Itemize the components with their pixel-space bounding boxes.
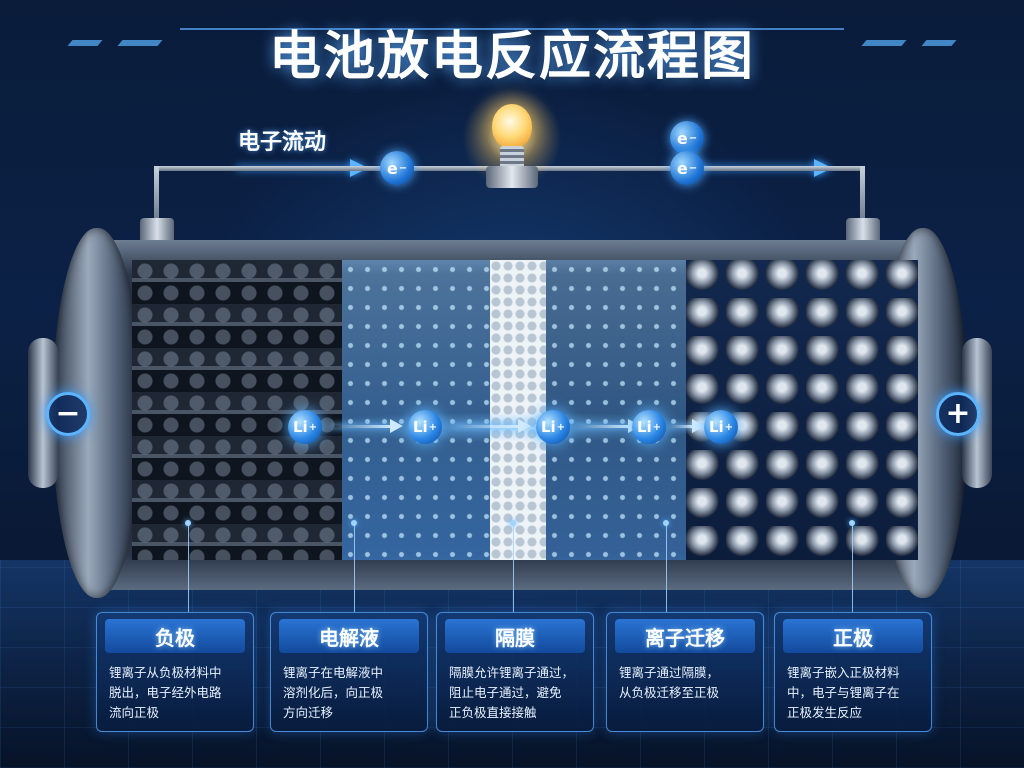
card-line: 方向迁移 — [283, 705, 334, 720]
ion-arrow-head — [692, 419, 705, 433]
card-heading: 离子迁移 — [615, 619, 755, 653]
leader-line-anode — [188, 524, 189, 612]
wire-right-drop — [860, 166, 865, 224]
negative-sign-icon: − — [46, 392, 90, 436]
card-cathode: 正极 锂离子嵌入正极材料 中，电子与锂离子在 正极发生反应 — [774, 612, 932, 732]
card-line: 锂离子从负极材料中 — [109, 665, 222, 680]
card-line: 锂离子通过隔膜， — [619, 665, 720, 680]
electrolyte-bubbles — [342, 260, 490, 560]
positive-sign-icon: + — [936, 392, 980, 436]
electron-charge: − — [688, 132, 698, 144]
ion-charge: + — [428, 421, 438, 433]
ion-charge: + — [724, 421, 734, 433]
card-line: 阻止电子通过，避免 — [449, 685, 562, 700]
lithium-ion: Li+ — [288, 410, 322, 444]
card-heading: 负极 — [105, 619, 245, 653]
electrolyte-bubbles — [546, 260, 686, 560]
leader-dot — [663, 520, 669, 526]
electron-symbol: e — [676, 128, 688, 148]
battery-cross-section: − + Li+ Li+ Li+ Li+ Li+ — [28, 228, 992, 598]
electron-charge: − — [398, 162, 408, 174]
ion-arrow-head — [390, 419, 403, 433]
bulb-base — [500, 146, 524, 168]
card-line: 从负极迁移至正极 — [619, 685, 720, 700]
electrolyte-zone — [342, 260, 490, 560]
card-line: 锂离子嵌入正极材料 — [787, 665, 900, 680]
ion-arrow — [668, 425, 694, 428]
card-line: 正极发生反应 — [787, 705, 863, 720]
ion-arrow — [332, 425, 392, 428]
electrolyte-zone-right — [546, 260, 686, 560]
ion-arrow-head — [518, 419, 531, 433]
electron-particle: e− — [670, 151, 704, 185]
lithium-ion: Li+ — [536, 410, 570, 444]
card-heading: 电解液 — [279, 619, 419, 653]
electron-particle: e− — [670, 121, 704, 155]
card-text: 隔膜允许锂离子通过， 阻止电子通过，避免 正负极直接接触 — [449, 663, 583, 723]
lithium-ion: Li+ — [408, 410, 442, 444]
bulb-socket — [486, 166, 538, 188]
electron-charge: − — [688, 162, 698, 174]
card-text: 锂离子通过隔膜， 从负极迁移至正极 — [619, 663, 753, 703]
card-heading: 隔膜 — [445, 619, 585, 653]
card-anode: 负极 锂离子从负极材料中 脱出，电子经外电路 流向正极 — [96, 612, 254, 732]
electron-flow-label: 电子流动 — [238, 130, 327, 155]
ion-symbol: Li — [636, 418, 652, 436]
electron-symbol: e — [386, 158, 398, 178]
card-heading: 正极 — [783, 619, 923, 653]
card-line: 流向正极 — [109, 705, 160, 720]
lithium-ion: Li+ — [632, 410, 666, 444]
leader-line-migration — [666, 524, 667, 612]
card-text: 锂离子在电解液中 溶剂化后，向正极 方向迁移 — [283, 663, 417, 723]
card-text: 锂离子从负极材料中 脱出，电子经外电路 流向正极 — [109, 663, 243, 723]
leader-dot — [849, 520, 855, 526]
card-text: 锂离子嵌入正极材料 中，电子与锂离子在 正极发生反应 — [787, 663, 921, 723]
card-line: 隔膜允许锂离子通过， — [449, 665, 575, 680]
page-title: 电池放电反应流程图 — [268, 27, 755, 87]
light-bulb-icon — [492, 104, 532, 148]
leader-dot — [351, 520, 357, 526]
ion-charge: + — [652, 421, 662, 433]
ion-arrow — [576, 425, 630, 428]
separator-membrane — [490, 260, 546, 560]
card-ion-migration: 离子迁移 锂离子通过隔膜， 从负极迁移至正极 — [606, 612, 764, 732]
lithium-ion: Li+ — [704, 410, 738, 444]
card-electrolyte: 电解液 锂离子在电解液中 溶剂化后，向正极 方向迁移 — [270, 612, 428, 732]
leader-line-separator — [513, 524, 514, 612]
card-line: 溶剂化后，向正极 — [283, 685, 384, 700]
leader-line-electrolyte — [354, 524, 355, 612]
negative-post — [140, 218, 174, 244]
card-line: 锂离子在电解液中 — [283, 665, 384, 680]
card-line: 中，电子与锂离子在 — [787, 685, 900, 700]
positive-post — [846, 218, 880, 244]
ion-charge: + — [556, 421, 566, 433]
card-line: 正负极直接接触 — [449, 705, 537, 720]
electron-symbol: e — [676, 158, 688, 178]
ion-symbol: Li — [412, 418, 428, 436]
ion-symbol: Li — [292, 418, 308, 436]
ion-arrow — [452, 425, 520, 428]
leader-dot — [510, 520, 516, 526]
anode-layer — [132, 260, 342, 560]
card-separator: 隔膜 隔膜允许锂离子通过， 阻止电子通过，避免 正负极直接接触 — [436, 612, 594, 732]
ion-symbol: Li — [540, 418, 556, 436]
leader-line-cathode — [852, 524, 853, 612]
ion-symbol: Li — [708, 418, 724, 436]
ion-charge: + — [308, 421, 318, 433]
electron-particle: e− — [380, 151, 414, 185]
leader-dot — [185, 520, 191, 526]
wire-left-drop — [154, 166, 159, 224]
card-line: 脱出，电子经外电路 — [109, 685, 222, 700]
title-frame — [180, 28, 844, 94]
